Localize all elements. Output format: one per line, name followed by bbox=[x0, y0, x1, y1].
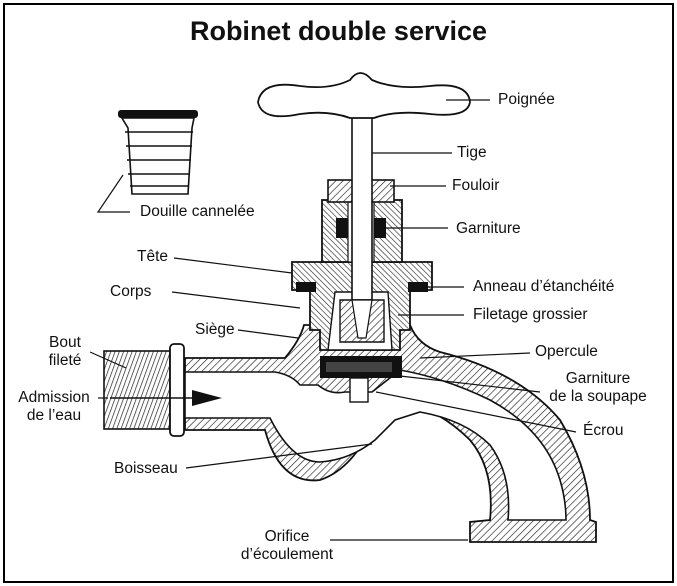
label-fouloir: Fouloir bbox=[452, 177, 500, 194]
label-orifice-line1: Orifice bbox=[264, 528, 310, 545]
label-bout-line1: Bout bbox=[49, 334, 81, 351]
label-admission-line1: Admission bbox=[18, 389, 90, 406]
label-garniture: Garniture bbox=[456, 220, 521, 237]
leader-lines bbox=[89, 99, 577, 541]
label-orifice-line2: d’écoulement bbox=[240, 546, 334, 563]
label-anneau: Anneau d’étanchéité bbox=[473, 278, 615, 295]
label-filetage: Filetage grossier bbox=[473, 306, 588, 323]
label-admission: Admission de l’eau bbox=[12, 389, 96, 425]
label-admission-line2: de l’eau bbox=[26, 407, 82, 424]
label-orifice: Orifice d’écoulement bbox=[232, 528, 342, 564]
diagram-title: Robinet double service bbox=[189, 16, 488, 46]
label-poignee: Poignée bbox=[498, 91, 555, 108]
label-corps: Corps bbox=[110, 283, 152, 300]
label-ecrou: Écrou bbox=[583, 422, 624, 439]
label-boisseau: Boisseau bbox=[114, 460, 178, 477]
leader-douille bbox=[96, 174, 130, 213]
diagram-frame bbox=[3, 3, 674, 583]
label-siege: Siège bbox=[195, 321, 235, 338]
threaded-end bbox=[103, 343, 185, 437]
water-inlet-arrow bbox=[110, 390, 222, 406]
handle bbox=[257, 72, 471, 119]
label-bout-line2: fileté bbox=[48, 352, 82, 369]
label-bout-filete: Bout fileté bbox=[40, 334, 90, 370]
label-tete: Tête bbox=[137, 248, 169, 265]
label-garniture-soupape: Garniture de la soupape bbox=[540, 370, 656, 406]
faucet-body bbox=[184, 324, 597, 543]
label-garniture-soupape-line2: de la soupape bbox=[549, 388, 647, 405]
stem bbox=[339, 99, 385, 343]
fluted-sleeve bbox=[118, 110, 198, 195]
label-opercule: Opercule bbox=[535, 343, 598, 360]
valve-disc bbox=[320, 356, 402, 403]
label-garniture-soupape-line1: Garniture bbox=[565, 370, 631, 387]
label-tige: Tige bbox=[457, 144, 487, 161]
label-douille: Douille cannelée bbox=[140, 203, 255, 220]
